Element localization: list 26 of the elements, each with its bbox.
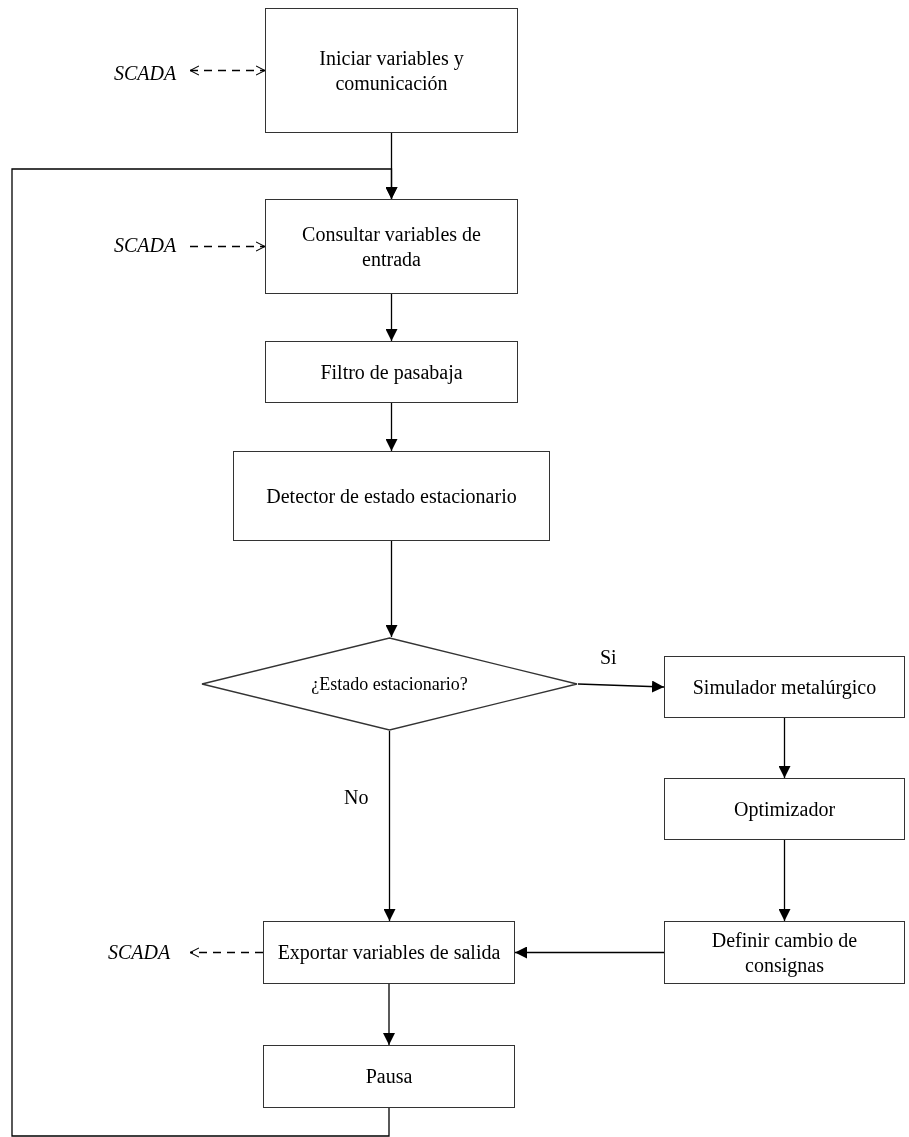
process-box: Pausa xyxy=(263,1045,515,1108)
arrow xyxy=(383,983,395,1046)
process-box: Consultar variables de entrada xyxy=(265,199,518,294)
arrow xyxy=(778,717,791,779)
arrow xyxy=(11,168,398,1137)
arrow xyxy=(778,839,791,922)
scada-label: SCADA xyxy=(108,230,182,260)
scada-label: SCADA xyxy=(108,58,182,88)
process-box: Definir cambio de consignas xyxy=(664,921,905,984)
decision-diamond: ¿Estado estacionario? xyxy=(201,637,578,731)
dashed-arrow xyxy=(189,241,266,252)
process-box: Simulador metalúrgico xyxy=(664,656,905,718)
process-box: Exportar variables de salida xyxy=(263,921,515,984)
process-box: Detector de estado estacionario xyxy=(233,451,550,541)
arrow xyxy=(383,730,396,922)
arrow xyxy=(385,293,398,342)
dashed-arrow xyxy=(189,947,264,958)
dashed-arrow xyxy=(189,65,266,76)
process-box: Optimizador xyxy=(664,778,905,840)
arrow xyxy=(385,540,398,638)
arrow xyxy=(577,680,665,693)
scada-label: SCADA xyxy=(96,937,182,967)
arrow xyxy=(514,946,665,959)
process-box: Iniciar variables y comunicación xyxy=(265,8,518,133)
arrow xyxy=(385,402,398,452)
process-box: Filtro de pasabaja xyxy=(265,341,518,403)
